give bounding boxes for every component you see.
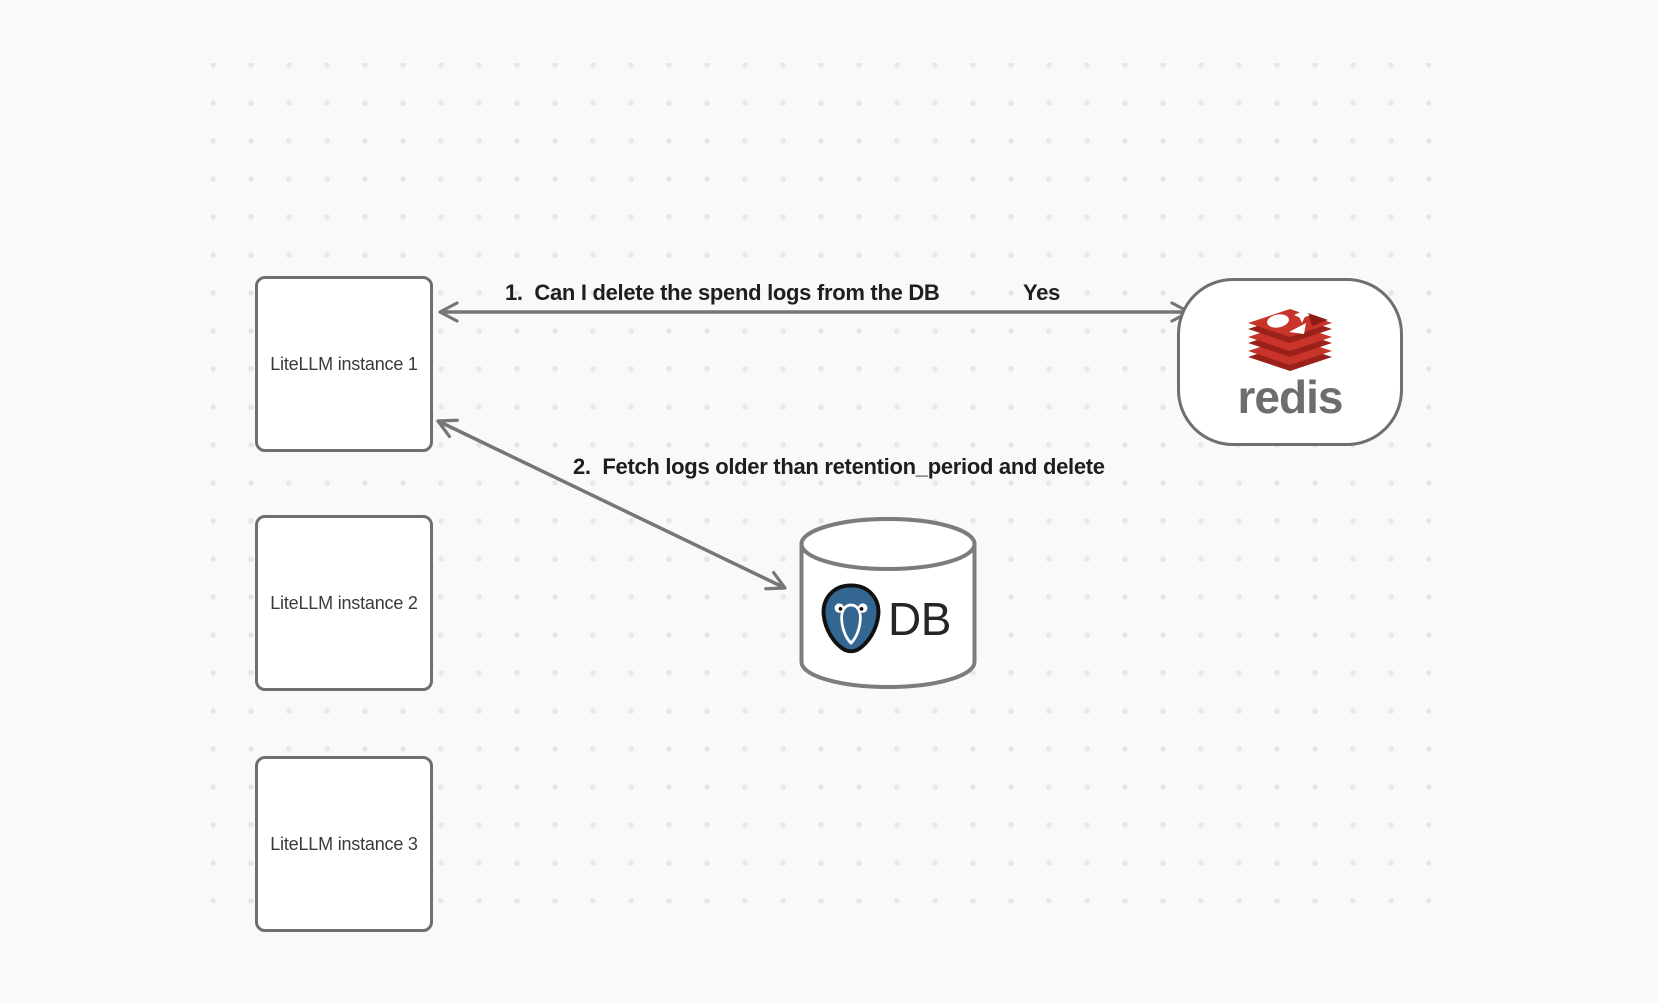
node-label: LiteLLM instance 2 [270,592,418,613]
litellm-instance-3-node[interactable]: LiteLLM instance 3 [255,756,433,932]
edge-1-label[interactable]: 1. Can I delete the spend logs from the … [505,280,940,305]
litellm-instance-1-node[interactable]: LiteLLM instance 1 [255,276,433,452]
redis-wordmark: redis [1237,371,1344,423]
redis-node[interactable]: redis [1177,278,1403,446]
edge-2-label[interactable]: 2. Fetch logs older than retention_perio… [573,454,1105,479]
edge-1-response-label[interactable]: Yes [1023,280,1061,305]
edge-litellm-db-arrow[interactable] [436,418,787,591]
postgresql-elephant-icon [821,583,881,654]
node-label: LiteLLM instance 1 [270,353,418,374]
database-cylinder-node[interactable]: DB [799,516,977,692]
db-label: DB [888,593,951,645]
litellm-instance-2-node[interactable]: LiteLLM instance 2 [255,515,433,691]
redis-stack-icon [1248,307,1332,371]
node-label: LiteLLM instance 3 [270,833,418,854]
